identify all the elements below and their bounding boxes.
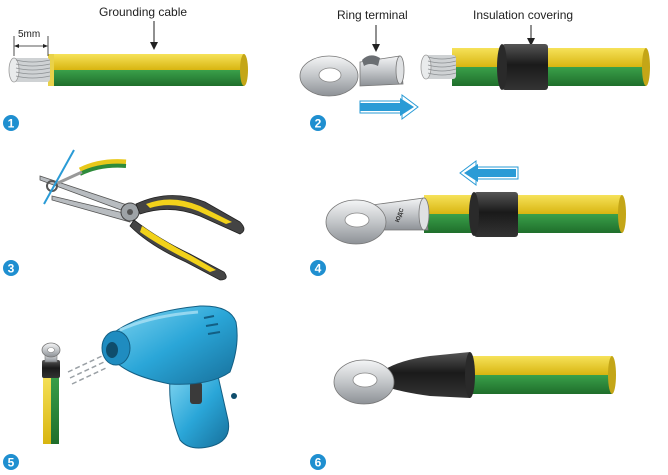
ring-terminal-icon bbox=[299, 55, 405, 97]
step-4-panel: ЮДС 4 bbox=[310, 160, 626, 276]
pliers-icon bbox=[39, 175, 245, 281]
ring-terminal-icon: ЮДС bbox=[325, 197, 430, 245]
step-badge-3: 3 bbox=[3, 260, 19, 276]
svg-text:6: 6 bbox=[315, 456, 322, 470]
svg-text:3: 3 bbox=[8, 262, 15, 276]
hot-air-lines bbox=[67, 355, 107, 385]
stripped-conductor bbox=[8, 57, 51, 83]
label-arrow bbox=[150, 21, 158, 50]
step-5-panel: 5 bbox=[3, 305, 238, 470]
terminal-marking: ЮДС bbox=[395, 207, 406, 223]
grounding-cable-with-sleeve bbox=[424, 192, 626, 237]
svg-text:4: 4 bbox=[315, 262, 322, 276]
svg-text:5: 5 bbox=[8, 456, 15, 470]
step-2-panel: Ring terminal Insulation covering bbox=[299, 8, 650, 131]
grounding-cable bbox=[48, 54, 248, 86]
finished-grounding-cable bbox=[384, 352, 616, 398]
vertical-cable bbox=[41, 342, 61, 444]
arrow-right-icon bbox=[359, 94, 419, 120]
step-1-panel: Grounding cable 5mm 1 bbox=[3, 5, 248, 131]
cut-marker bbox=[43, 149, 75, 205]
arrow-left-icon bbox=[459, 160, 519, 186]
step-badge-2: 2 bbox=[310, 115, 326, 131]
insulation-covering-label: Insulation covering bbox=[473, 8, 573, 22]
grounding-cable-label: Grounding cable bbox=[99, 5, 187, 19]
step-badge-4: 4 bbox=[310, 260, 326, 276]
svg-text:2: 2 bbox=[315, 117, 322, 131]
svg-text:1: 1 bbox=[8, 117, 15, 131]
grounding-cable-with-sleeve bbox=[452, 44, 650, 90]
ring-terminal-label: Ring terminal bbox=[337, 8, 408, 22]
drill-icon bbox=[101, 305, 238, 449]
dimension-label: 5mm bbox=[18, 29, 40, 40]
step-6-panel: 6 bbox=[310, 352, 616, 470]
label-arrow bbox=[372, 25, 535, 52]
step-badge-1: 1 bbox=[3, 115, 19, 131]
ring-terminal-icon bbox=[333, 359, 395, 405]
step-badge-5: 5 bbox=[3, 454, 19, 470]
stripped-conductor bbox=[420, 54, 457, 80]
step-3-panel: 3 bbox=[3, 149, 245, 281]
dimension-5mm: 5mm bbox=[13, 29, 49, 56]
step-badge-6: 6 bbox=[310, 454, 326, 470]
